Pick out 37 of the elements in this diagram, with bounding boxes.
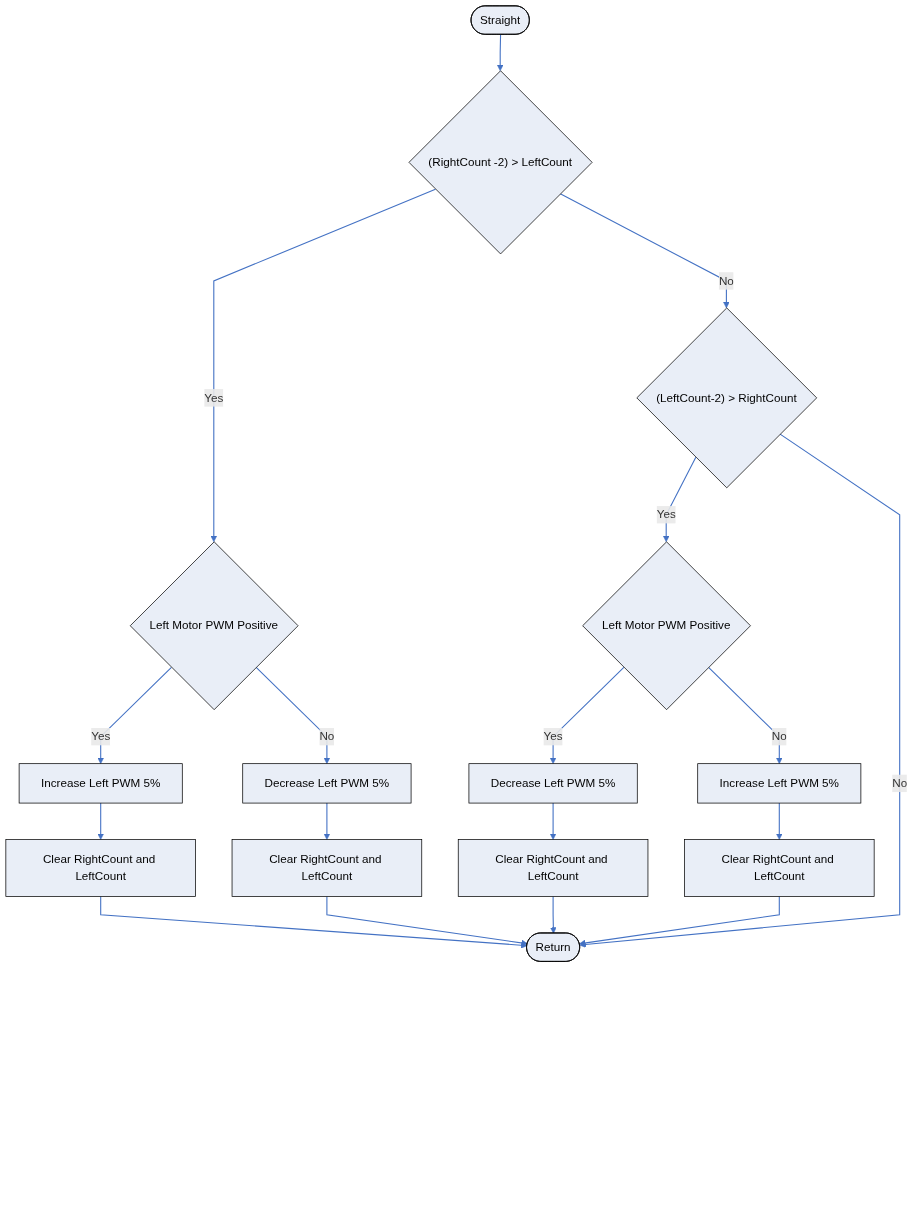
arrow (708, 666, 783, 764)
arrow (559, 193, 730, 309)
node-box: Decrease Left PWM 5% (242, 763, 412, 804)
arrow (579, 895, 780, 947)
arrow (549, 802, 557, 840)
edge-label: No (892, 776, 908, 790)
node-box: Clear RightCount and LeftCount (457, 839, 649, 897)
node-diamond: (LeftCount-2) > RightCount (636, 307, 818, 489)
arrow (550, 895, 557, 934)
node-diamond: Left Motor PWM Positive (129, 541, 299, 711)
node-box: Decrease Left PWM 5% (468, 763, 638, 804)
node-diamond: Left Motor PWM Positive (582, 541, 751, 711)
arrow (100, 895, 528, 949)
edge-label: Yes (204, 391, 224, 404)
arrow (255, 666, 331, 764)
arrow (97, 666, 172, 764)
edge-label: No (718, 274, 734, 287)
edge-label: Yes (656, 508, 676, 521)
edge-label: Yes (543, 730, 563, 743)
edge-label: Yes (91, 730, 111, 743)
arrow (776, 802, 783, 840)
node-box: Clear RightCount and LeftCount (5, 839, 196, 897)
arrow (210, 188, 436, 543)
edge-label: No (771, 730, 787, 743)
arrow (323, 802, 331, 840)
arrow (326, 895, 528, 947)
arrow (97, 802, 104, 840)
edge-label: No (319, 730, 335, 743)
node-box: Clear RightCount and LeftCount (684, 839, 875, 897)
arrow (497, 34, 504, 72)
node-diamond: (RightCount -2) > LeftCount (408, 70, 593, 255)
node-box: Increase Left PWM 5% (697, 763, 862, 804)
arrow (663, 456, 697, 543)
arrow (579, 433, 901, 948)
node-box: Clear RightCount and LeftCount (231, 839, 423, 897)
arrow (549, 666, 625, 764)
node-box: Increase Left PWM 5% (18, 763, 183, 804)
